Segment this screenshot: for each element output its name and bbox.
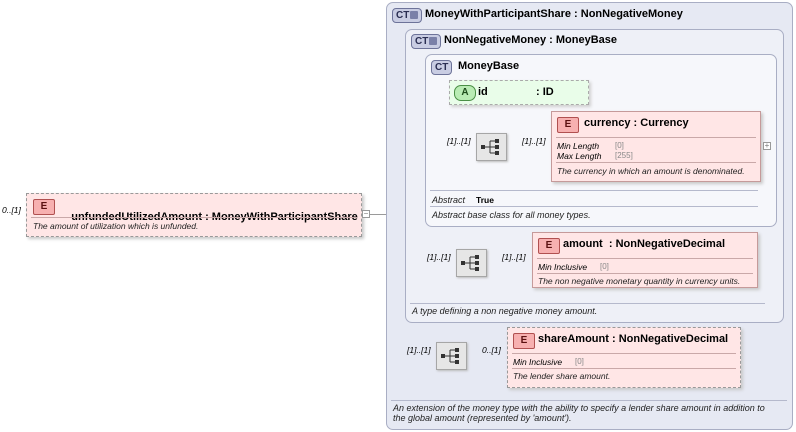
currency-description: The currency in which an amount is denom…	[557, 166, 745, 176]
sequence-compositor-icon[interactable]	[476, 133, 507, 161]
complex-type-badge: CT	[411, 34, 442, 49]
element-amount[interactable]: E amount : NonNegativeDecimal Min Inclus…	[532, 232, 758, 288]
connector-root-h	[363, 214, 398, 215]
root-description: The amount of utilization which is unfun…	[33, 221, 199, 231]
element-badge: E	[33, 199, 55, 215]
abstract-value: True	[476, 195, 494, 205]
sequence-compositor-icon[interactable]	[436, 342, 467, 370]
facet-min-inclusive-value: [0]	[600, 262, 609, 271]
share-amount-description: The lender share amount.	[513, 371, 611, 381]
ct-middle-description: A type defining a non negative money amo…	[412, 306, 598, 316]
element-badge: E	[513, 333, 535, 349]
element-badge: E	[557, 117, 579, 133]
expand-icon	[429, 37, 438, 45]
amount-description: The non negative monetary quantity in cu…	[538, 276, 741, 286]
root-element-box[interactable]: E unfundedUtilizedAmount : MoneyWithPart…	[26, 193, 362, 237]
facet-min-inclusive-label: Min Inclusive	[538, 262, 588, 272]
amount-seq-left-cardinality: [1]..[1]	[427, 252, 451, 262]
ct-middle-title: NonNegativeMoney : MoneyBase	[444, 34, 617, 46]
facet-min-length-label: Min Length	[557, 141, 600, 151]
abstract-label: Abstract	[432, 195, 466, 205]
amount-name: amount : NonNegativeDecimal	[563, 238, 726, 250]
collapse-icon[interactable]: −	[362, 209, 370, 218]
ct-outer-description-2: the global amount (represented by 'amoun…	[393, 413, 572, 423]
expand-icon[interactable]: +	[763, 141, 771, 150]
share-seq-right-cardinality: 0..[1]	[482, 345, 501, 355]
facet-min-inclusive-label: Min Inclusive	[513, 357, 563, 367]
ct-inner-title: MoneyBase	[458, 60, 520, 72]
facet-min-inclusive-value: [0]	[575, 357, 584, 366]
expand-icon	[410, 11, 419, 19]
share-amount-name: shareAmount : NonNegativeDecimal	[538, 333, 729, 345]
ct-inner-description: Abstract base class for all money types.	[432, 210, 591, 220]
attribute-name: id	[478, 86, 488, 98]
amount-seq-right-cardinality: [1]..[1]	[502, 252, 526, 262]
attribute-id[interactable]: A id : ID	[449, 80, 589, 105]
attribute-type: : ID	[536, 86, 554, 98]
element-currency[interactable]: E currency : Currency Min Length [0] Max…	[551, 111, 761, 182]
ct-outer-description-1: An extension of the money type with the …	[393, 403, 765, 413]
currency-seq-right-cardinality: [1]..[1]	[522, 136, 546, 146]
ct-outer-title: MoneyWithParticipantShare : NonNegativeM…	[425, 8, 683, 20]
sequence-compositor-icon[interactable]	[456, 249, 487, 277]
attribute-badge: A	[454, 85, 476, 101]
currency-seq-left-cardinality: [1]..[1]	[447, 136, 471, 146]
complex-type-badge: CT	[392, 8, 423, 23]
currency-name: currency : Currency	[584, 117, 689, 129]
root-cardinality: 0..[1]	[2, 205, 21, 215]
complex-type-badge: CT	[431, 60, 453, 75]
facet-max-length-value: [255]	[615, 151, 633, 160]
element-share-amount[interactable]: E shareAmount : NonNegativeDecimal Min I…	[507, 327, 741, 388]
element-badge: E	[538, 238, 560, 254]
facet-max-length-label: Max Length	[557, 151, 602, 161]
facet-min-length-value: [0]	[615, 141, 624, 150]
share-seq-left-cardinality: [1]..[1]	[407, 345, 431, 355]
